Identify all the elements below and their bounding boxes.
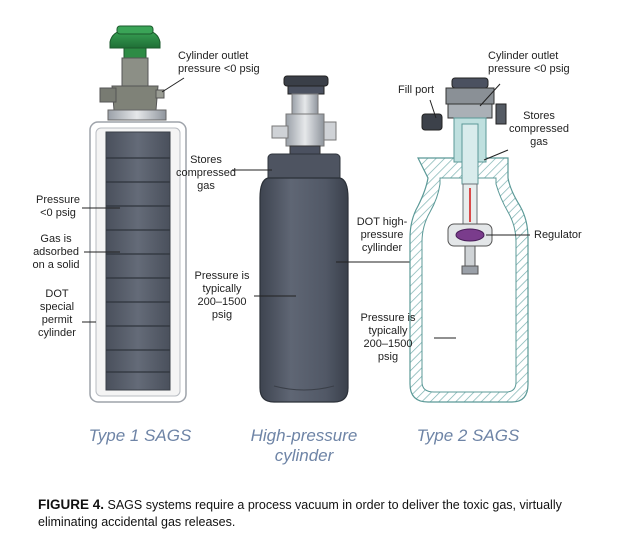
highpressure-pressure-label-line3: 200–1500 [197, 296, 247, 308]
figure-caption-text: SAGS systems require a process vacuum in… [38, 498, 562, 529]
highpressure-pressure-label-line2: typically [202, 283, 242, 295]
type2-pressure-label-line2: typically [368, 325, 408, 337]
type1-dot-label-line2: special [39, 301, 75, 313]
highpressure-dot-label: DOT high- pressure cyllinder [352, 216, 412, 255]
type2-title: Type 2 SAGS [416, 426, 520, 445]
highpressure-title-line2: cylinder [274, 446, 334, 465]
highpressure-valve [271, 93, 337, 155]
type1-pressure-label-line1: Pressure [35, 194, 81, 206]
type2-pressure-label-line3: 200–1500 [363, 338, 413, 350]
sags-diagram [82, 25, 530, 403]
type2-regulator-label: Regulator [534, 229, 582, 241]
figure-label: FIGURE 4. [38, 497, 105, 512]
type1-valve-body [99, 57, 167, 121]
type2-outlet-label-line2: pressure <0 psig [488, 63, 570, 75]
type2-stores-label-line1: Stores [523, 110, 555, 122]
highpressure-stores-label-line2: compressed [176, 167, 236, 179]
type1-adsorbed-label-line3: on a solid [32, 259, 80, 271]
type1-outlet-label: Cylinder outlet pressure <0 psig [178, 50, 260, 76]
highpressure-stores-label: Stores compressed gas [176, 154, 236, 193]
type2-cylinder [409, 77, 530, 403]
type2-fill-port-label: Fill port [398, 84, 435, 96]
type2-valve-head [421, 77, 507, 185]
highpressure-dot-label-line2: pressure [360, 229, 404, 241]
type1-dot-label-line4: cylinder [38, 327, 76, 339]
highpressure-title: High-pressure cylinder [234, 426, 374, 466]
type2-pressure-label: Pressure is typically 200–1500 psig [356, 312, 420, 364]
type1-dot-label-line1: DOT [45, 288, 69, 300]
highpressure-pressure-label-line4: psig [211, 309, 233, 321]
type2-pressure-label-line4: psig [377, 351, 399, 363]
type1-pressure-label-line2: <0 psig [40, 207, 76, 219]
type1-title: Type 1 SAGS [88, 426, 192, 445]
type1-green-valve-handle [109, 25, 161, 59]
type1-adsorbed-label-line2: adsorbed [33, 246, 79, 258]
type2-stores-label-line2: compressed [509, 123, 569, 135]
type1-pressure-label: Pressure <0 psig [34, 194, 82, 220]
highpressure-title-line1: High-pressure [250, 426, 358, 445]
highpressure-handwheel [283, 75, 329, 95]
highpressure-dot-label-line1: DOT high- [356, 216, 408, 228]
highpressure-pressure-label-line1: Pressure is [194, 270, 250, 282]
highpressure-stores-label-line1: Stores [190, 154, 222, 166]
type2-outlet-label-line1: Cylinder outlet [488, 50, 559, 62]
type1-outlet-label-line2: pressure <0 psig [178, 63, 260, 75]
type1-adsorbed-label: Gas is adsorbed on a solid [26, 233, 86, 272]
type1-adsorbent-stack [105, 131, 171, 391]
figure-caption: FIGURE 4. SAGS systems require a process… [38, 496, 608, 531]
type2-regulator [447, 223, 493, 275]
highpressure-dot-label-line3: cyllinder [361, 242, 403, 254]
highpressure-body [259, 177, 349, 403]
type1-dot-label-line3: permit [41, 314, 73, 326]
type2-stores-label: Stores compressed gas [508, 110, 570, 149]
highpressure-cylinder [232, 75, 420, 403]
highpressure-stores-label-line3: gas [197, 180, 215, 192]
type1-dot-label: DOT special permit cylinder [32, 288, 82, 340]
type2-outlet-label: Cylinder outlet pressure <0 psig [488, 50, 570, 76]
type2-stores-label-line3: gas [530, 136, 548, 148]
type1-outlet-label-line1: Cylinder outlet [178, 50, 249, 62]
type1-cylinder [82, 25, 187, 403]
highpressure-pressure-label: Pressure is typically 200–1500 psig [190, 270, 254, 322]
type2-pressure-label-line1: Pressure is [360, 312, 416, 324]
type1-adsorbed-label-line1: Gas is [40, 233, 72, 245]
